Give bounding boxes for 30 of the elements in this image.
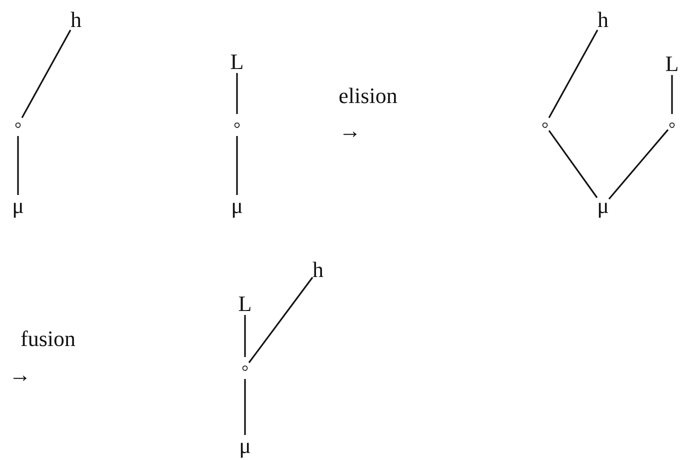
- tier-symbol: L: [238, 293, 252, 315]
- association-line: [17, 136, 19, 195]
- tier-symbol: μ: [12, 195, 24, 217]
- tier-symbol: ◦: [541, 114, 549, 136]
- association-line: [671, 75, 673, 114]
- association-line: [548, 130, 598, 198]
- tier-symbol: ◦: [668, 114, 676, 136]
- association-line: [244, 315, 246, 357]
- association-line: [548, 30, 598, 118]
- tier-symbol: μ: [231, 195, 243, 217]
- rule-label: elision: [338, 85, 398, 107]
- association-line: [608, 129, 669, 200]
- rule-label: →: [9, 364, 31, 386]
- association-line: [248, 276, 314, 364]
- association-line: [236, 136, 238, 195]
- tier-symbol: L: [230, 51, 244, 73]
- association-line: [21, 30, 72, 118]
- tier-symbol: ◦: [233, 114, 241, 136]
- tier-symbol: L: [665, 53, 679, 75]
- tier-symbol: ◦: [241, 357, 249, 379]
- association-line: [236, 73, 238, 114]
- tier-symbol: μ: [239, 435, 251, 457]
- tier-symbol: h: [70, 9, 82, 31]
- tier-symbol: ◦: [14, 114, 22, 136]
- tier-symbol: h: [598, 9, 608, 31]
- association-line: [244, 379, 246, 435]
- tier-symbol: h: [312, 259, 324, 281]
- rule-label: →: [339, 120, 361, 142]
- rule-label: fusion: [20, 328, 76, 350]
- tier-symbol: μ: [597, 195, 609, 217]
